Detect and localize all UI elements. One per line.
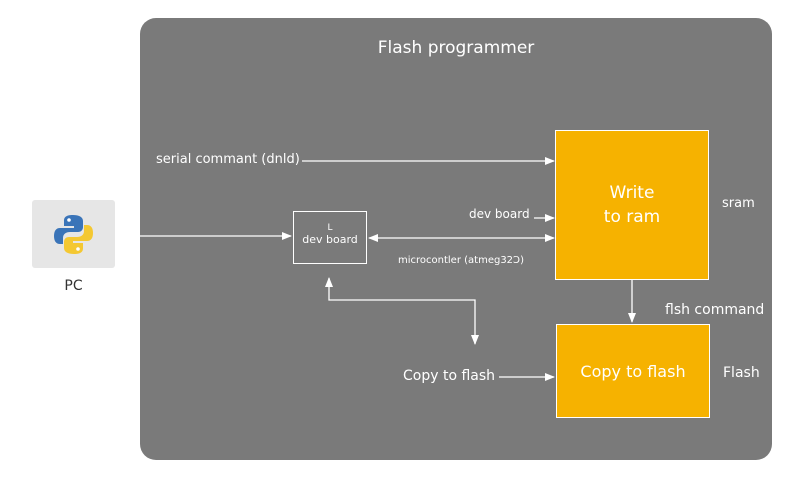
pc-label: PC: [64, 278, 83, 294]
sram-label: sram: [722, 196, 755, 211]
python-logo-icon: [54, 215, 93, 254]
dev-board-mark: L: [327, 223, 333, 233]
dev-board-block: L dev board: [293, 211, 367, 264]
flash-block-label: Copy to flash: [580, 361, 686, 381]
ram-block-line2: to ram: [603, 207, 661, 227]
copy-to-flash-block: Copy to flash: [556, 324, 710, 418]
copy-to-flash-label: Copy to flash: [403, 368, 496, 384]
serial-command-label: serial commant (dnld): [156, 152, 300, 167]
microcontroller-label: microcontler (atmeg32Ↄ): [398, 255, 524, 266]
write-to-ram-block: Write to ram: [555, 130, 709, 280]
ram-block-line1: Write: [609, 183, 655, 203]
devboard-loop-arrow: [325, 277, 479, 345]
flash-command-label: flsh command: [665, 302, 765, 318]
diagram-title: Flash programmer: [377, 38, 535, 58]
flash-label: Flash: [723, 365, 760, 381]
pc-tile: [32, 200, 115, 268]
dev-board-arrow-label: dev board: [469, 207, 530, 221]
dev-board-label: dev board: [302, 233, 358, 246]
